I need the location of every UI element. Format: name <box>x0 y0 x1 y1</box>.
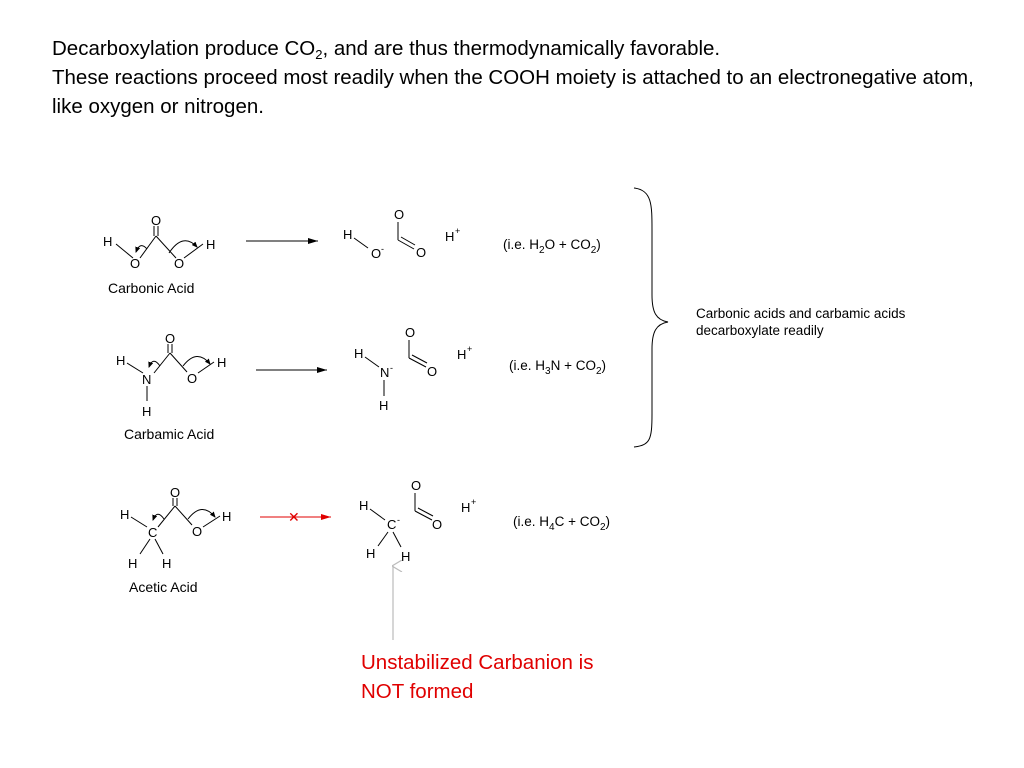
intro-line-1-text: Decarboxylation produce CO <box>52 37 316 60</box>
callout-line-2: NOT formed <box>361 680 474 703</box>
intro-subscript: 2 <box>315 47 323 62</box>
intro-text: Decarboxylation produce CO2, and are thu… <box>52 34 982 121</box>
bond <box>197 361 215 374</box>
atom-o-carbonyl: O <box>165 331 175 346</box>
atom-o: O <box>174 256 184 271</box>
atom-h: H <box>401 549 410 564</box>
brace-note-line-1: Carbonic acids and carbamic acids <box>696 306 906 321</box>
curly-arrow <box>168 240 198 254</box>
atom-h: H <box>120 507 129 522</box>
bond <box>139 538 151 555</box>
bond <box>377 531 389 547</box>
bond <box>411 354 428 364</box>
charge-plus: + <box>471 497 476 507</box>
atom-o: O <box>187 371 197 386</box>
bond <box>183 243 204 259</box>
carbamic-acid-structure: H N H O O H Carbamic Acid <box>116 331 226 442</box>
charge-plus: + <box>455 226 460 236</box>
carbamic-acid-label: Carbamic Acid <box>124 426 214 442</box>
bond <box>169 352 188 373</box>
intro-line-1-rest: , and are thus thermodynamically favorab… <box>322 37 721 60</box>
bond <box>154 538 164 555</box>
atom-c: C <box>387 517 396 532</box>
bond <box>364 356 380 368</box>
bond <box>202 515 221 528</box>
charge-minus: - <box>381 244 384 254</box>
curly-arrow <box>152 513 165 521</box>
atom-h: H <box>343 227 352 242</box>
acetic-acid-label: Acetic Acid <box>129 579 197 595</box>
atom-o: O <box>411 478 421 493</box>
atom-o: O <box>427 364 437 379</box>
atom-h: H <box>461 500 470 515</box>
carbonic-acid-label: Carbonic Acid <box>108 280 194 296</box>
brace-note-line-2: decarboxylate readily <box>696 323 824 338</box>
blocked-cross-icon: ✕ <box>288 509 300 525</box>
charge-plus: + <box>467 344 472 354</box>
atom-h: H <box>222 509 231 524</box>
intro-line-2: These reactions proceed most readily whe… <box>52 66 974 118</box>
atom-o-carbonyl: O <box>151 213 161 228</box>
atom-h: H <box>379 398 388 413</box>
atom-h: H <box>445 229 454 244</box>
bond <box>400 236 416 246</box>
curly-arrow <box>135 245 148 253</box>
bond <box>414 510 433 521</box>
atom-h: H <box>457 347 466 362</box>
atom-o: O <box>416 245 426 260</box>
bond <box>153 352 171 374</box>
carbonic-acid-note: (i.e. H2O + CO2) <box>503 237 601 256</box>
atom-h: H <box>217 355 226 370</box>
atom-o: O <box>371 246 381 261</box>
charge-minus: - <box>397 515 400 525</box>
bond <box>115 243 134 259</box>
acetic-acid-structure: H C H H O O H Acetic Acid <box>120 485 231 595</box>
carbamic-acid-products: H N - H O O H + <box>354 325 472 413</box>
atom-h: H <box>354 346 363 361</box>
bond <box>130 516 148 528</box>
atom-n: N <box>142 372 151 387</box>
callout-line-1: Unstabilized Carbanion is <box>361 651 594 674</box>
grouping-brace <box>633 187 669 448</box>
atom-h: H <box>142 404 151 419</box>
bond <box>126 362 144 374</box>
charge-minus: - <box>390 363 393 373</box>
atom-h: H <box>162 556 171 571</box>
atom-h: H <box>116 353 125 368</box>
intro-line-1: Decarboxylation produce CO2, and are thu… <box>52 34 982 63</box>
atom-h: H <box>103 234 112 249</box>
atom-o-carbonyl: O <box>170 485 180 500</box>
bond <box>353 237 369 249</box>
carbonic-acid-products: H O - O O H + <box>343 207 460 261</box>
atom-h: H <box>359 498 368 513</box>
bond <box>397 239 415 250</box>
bond <box>417 507 434 517</box>
bond <box>139 235 157 259</box>
atom-h: H <box>366 546 375 561</box>
bond <box>157 505 176 528</box>
bond <box>392 531 402 548</box>
carbamic-acid-note: (i.e. H3N + CO2) <box>509 358 606 377</box>
bond <box>155 235 177 259</box>
atom-n: N <box>380 365 389 380</box>
bond <box>174 505 193 526</box>
atom-o: O <box>130 256 140 271</box>
atom-h: H <box>206 237 215 252</box>
atom-o: O <box>405 325 415 340</box>
bond <box>369 508 386 521</box>
atom-o: O <box>192 524 202 539</box>
carbonic-acid-structure: H O O O H Carbonic Acid <box>103 213 215 296</box>
acetic-acid-products: H C - H H O O H + <box>359 478 476 564</box>
atom-h: H <box>128 556 137 571</box>
curly-arrow <box>182 356 211 367</box>
curly-arrow <box>148 360 161 368</box>
atom-o: O <box>432 517 442 532</box>
curly-arrow <box>187 509 216 520</box>
bond <box>408 357 427 368</box>
carbanion-callout: Unstabilized Carbanion is NOT formed <box>361 648 661 706</box>
atom-o: O <box>394 207 404 222</box>
atom-c: C <box>148 525 157 540</box>
acetic-acid-note: (i.e. H4C + CO2) <box>513 514 610 533</box>
